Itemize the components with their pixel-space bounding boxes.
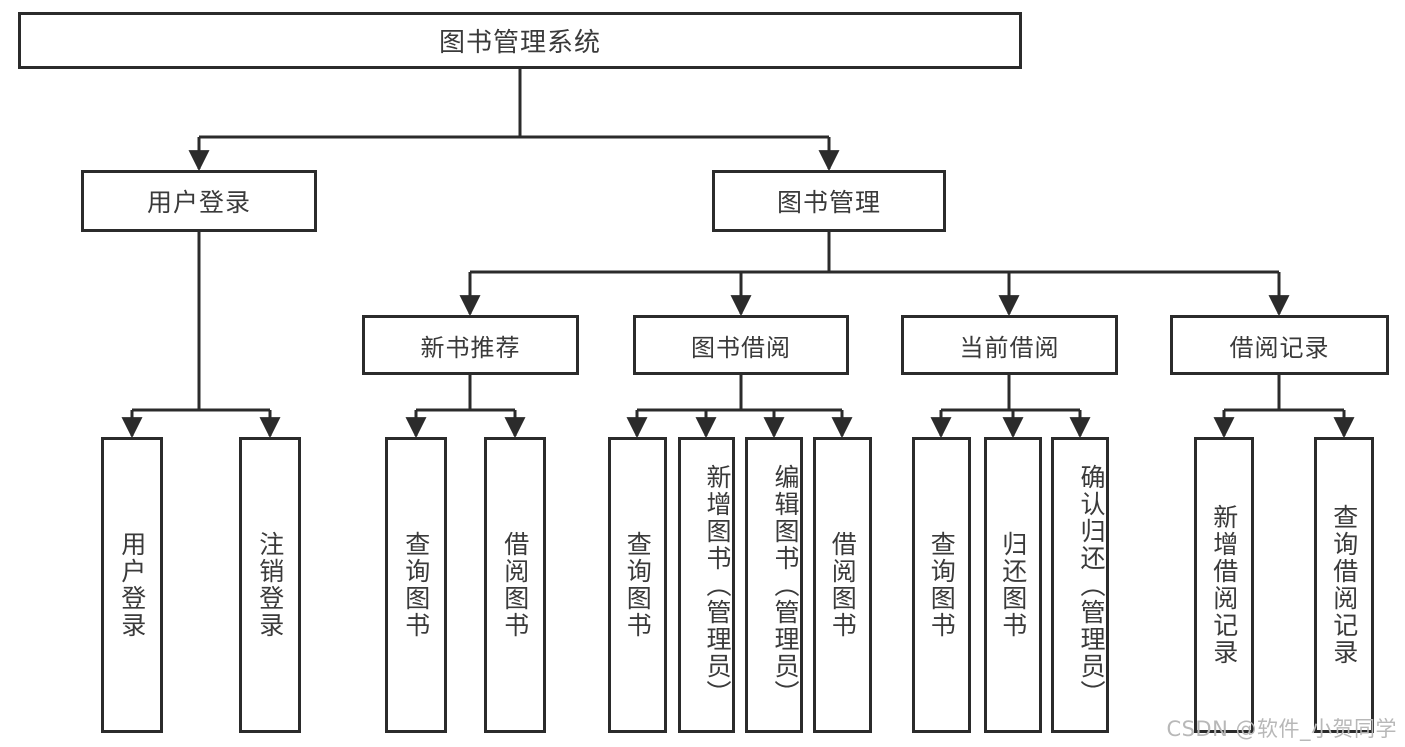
leaf-logout[interactable]: 注销登录 (239, 437, 301, 733)
node-new-book-recommend[interactable]: 新书推荐 (362, 315, 579, 375)
leaf-return-book[interactable]: 归还图书 (984, 437, 1042, 733)
node-user-login[interactable]: 用户登录 (81, 170, 317, 232)
leaf-query-book-recommend[interactable]: 查询图书 (385, 437, 447, 733)
leaf-edit-book-admin[interactable]: 编辑图书（管理员） (745, 437, 803, 733)
leaf-borrow-book-recommend[interactable]: 借阅图书 (484, 437, 546, 733)
leaf-user-login[interactable]: 用户登录 (101, 437, 163, 733)
node-borrow-record[interactable]: 借阅记录 (1170, 315, 1389, 375)
leaf-confirm-return-admin[interactable]: 确认归还（管理员） (1051, 437, 1109, 733)
leaf-add-borrow-record[interactable]: 新增借阅记录 (1194, 437, 1254, 733)
leaf-borrow-book[interactable]: 借阅图书 (813, 437, 872, 733)
watermark-text: CSDN @软件_小贺同学 (1166, 717, 1397, 741)
leaf-query-book-current[interactable]: 查询图书 (912, 437, 971, 733)
node-current-borrow[interactable]: 当前借阅 (901, 315, 1118, 375)
node-book-management[interactable]: 图书管理 (712, 170, 946, 232)
node-book-borrow[interactable]: 图书借阅 (633, 315, 849, 375)
node-root[interactable]: 图书管理系统 (18, 12, 1022, 69)
leaf-add-book-admin[interactable]: 新增图书（管理员） (678, 437, 735, 733)
leaf-query-book-borrow[interactable]: 查询图书 (608, 437, 667, 733)
leaf-query-borrow-record[interactable]: 查询借阅记录 (1314, 437, 1374, 733)
